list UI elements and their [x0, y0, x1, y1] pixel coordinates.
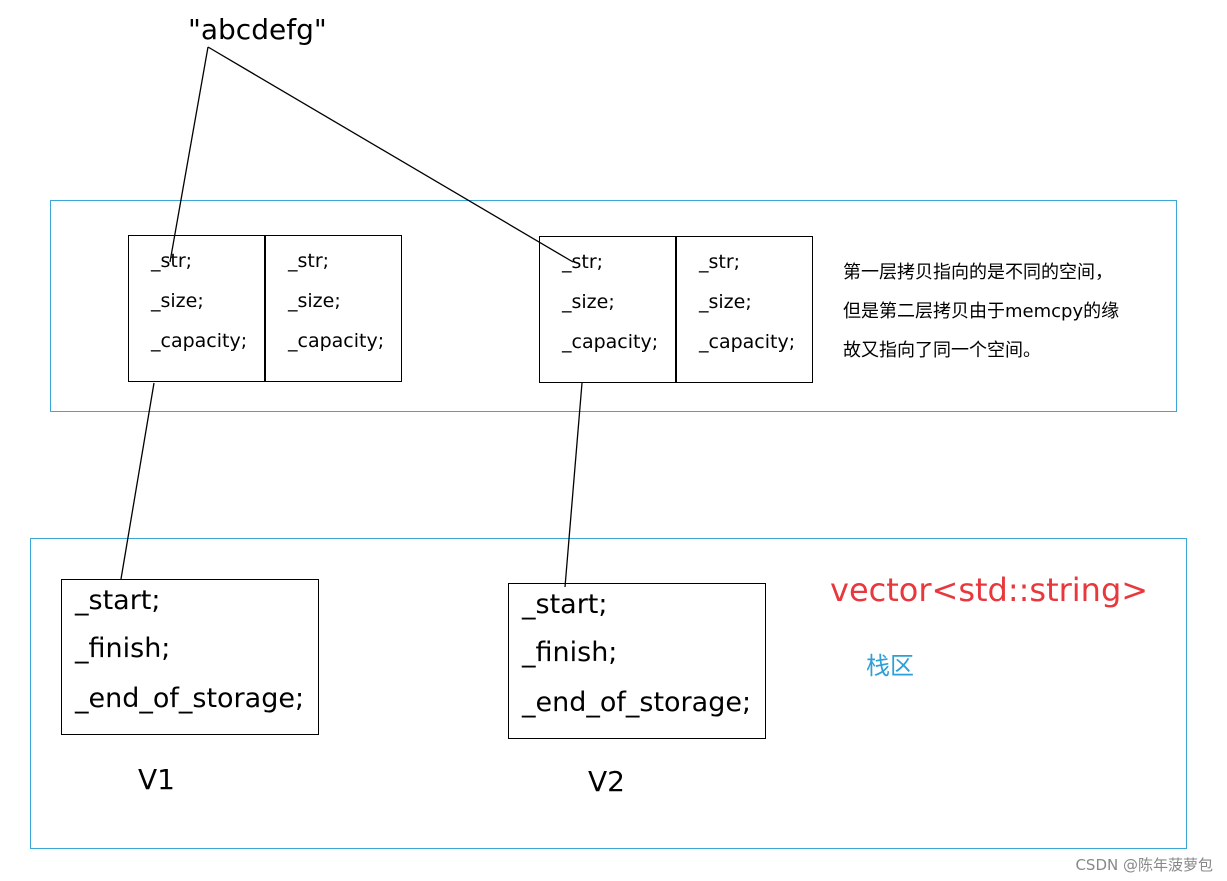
field-str: _str; [288, 250, 330, 272]
field-size: _size; [151, 290, 204, 312]
string-literal: "abcdefg" [188, 13, 327, 46]
field-str: _str; [562, 251, 604, 273]
field-start: _start; [522, 589, 608, 620]
field-start: _start; [75, 585, 161, 616]
v1-vector-object: _start; _finish; _end_of_storage; [61, 579, 319, 735]
field-size: _size; [288, 290, 341, 312]
explanation-note: 第一层拷贝指向的是不同的空间， 但是第二层拷贝由于memcpy的缘 故又指向了同… [843, 253, 1173, 370]
field-finish: _finish; [75, 633, 171, 664]
v2-name: V2 [588, 765, 625, 798]
field-finish: _finish; [522, 637, 618, 668]
v1-string-element-1: _str; _size; _capacity; [265, 235, 402, 382]
v1-string-element-0: _str; _size; _capacity; [128, 235, 265, 382]
note-line: 第一层拷贝指向的是不同的空间， [843, 262, 1113, 283]
field-str: _str; [699, 251, 741, 273]
watermark: CSDN @陈年菠萝包 [1075, 856, 1213, 874]
v2-vector-object: _start; _finish; _end_of_storage; [508, 583, 766, 739]
v2-string-element-0: _str; _size; _capacity; [539, 236, 676, 383]
field-size: _size; [562, 291, 615, 313]
type-label: vector<std::string> [830, 571, 1149, 609]
field-str: _str; [151, 250, 193, 272]
field-end-of-storage: _end_of_storage; [75, 683, 305, 714]
field-capacity: _capacity; [699, 331, 796, 353]
heap-region [50, 200, 1177, 412]
field-capacity: _capacity; [288, 330, 385, 352]
v1-name: V1 [138, 763, 175, 796]
stack-region [30, 538, 1187, 849]
v2-string-element-1: _str; _size; _capacity; [676, 236, 813, 383]
field-size: _size; [699, 291, 752, 313]
note-line: 故又指向了同一个空间。 [843, 340, 1041, 361]
field-capacity: _capacity; [151, 330, 248, 352]
note-line: 但是第二层拷贝由于memcpy的缘 [843, 301, 1120, 322]
field-end-of-storage: _end_of_storage; [522, 687, 752, 718]
field-capacity: _capacity; [562, 331, 659, 353]
stack-region-label: 栈区 [866, 652, 914, 680]
